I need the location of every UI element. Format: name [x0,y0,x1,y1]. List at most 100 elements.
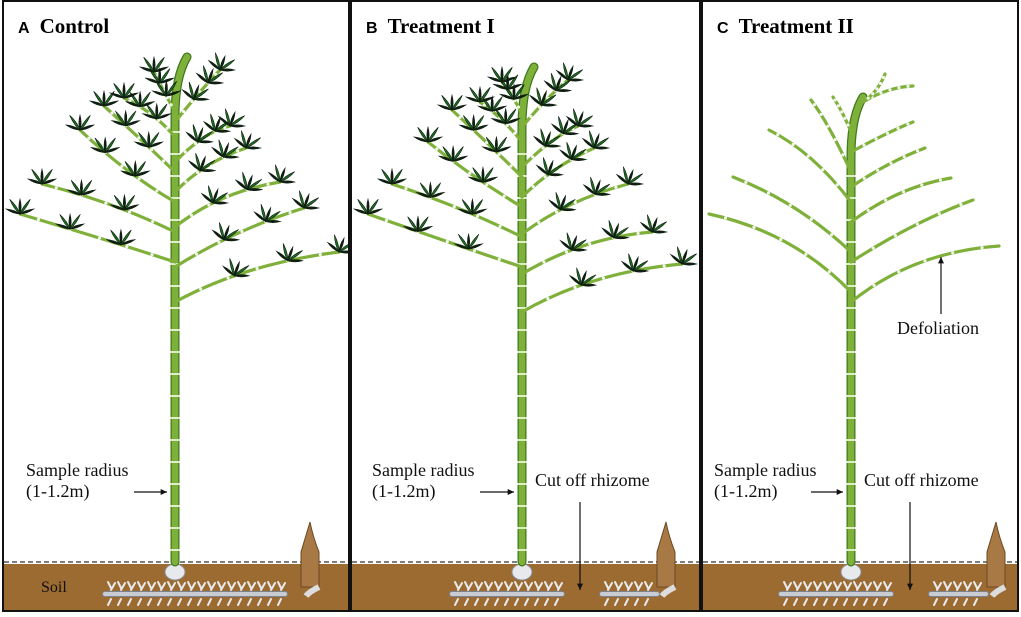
bamboo-leaf [219,59,235,71]
bamboo-leaf [124,120,141,127]
branch-node [980,246,984,250]
rhizome-root [454,581,463,606]
branch-node [826,124,830,128]
bamboo-leaf [245,146,263,150]
bamboo-leaf [246,188,264,192]
leaf-cluster [133,130,164,148]
bamboo-leaf [590,176,596,196]
leaf-cluster [26,167,58,185]
bamboo-leaf [628,253,634,273]
bamboo-leaf [110,120,127,127]
leaf-cluster [376,167,408,185]
bamboo-leaf [260,203,266,223]
bamboo-leaf [416,215,420,233]
bamboo-leaf [26,178,43,185]
leaf-cluster [559,141,588,161]
bamboo-leaf [59,214,71,230]
branch-node [537,105,542,109]
bamboo-leaf [428,181,432,199]
bamboo-leaf [54,223,71,230]
branch-node [497,257,501,261]
bamboo-leaf [79,124,96,131]
bamboo-leaf [568,274,582,286]
branch-node [951,251,955,255]
bamboo-leaf [282,243,289,262]
rhizome-root [127,581,136,606]
bamboo-leaf [133,159,137,178]
branch-node [435,147,439,151]
branch-node [240,229,244,234]
bamboo-leaf [338,244,348,253]
branch [173,250,341,304]
bamboo-leaf [429,191,446,198]
bamboo-leaf [491,105,508,112]
branch-node [554,210,559,214]
leaf-cluster [110,109,141,127]
bamboo-leaf [495,146,512,153]
bamboo-leaf [225,108,231,128]
bamboo-leaf [199,159,216,172]
rhizome-root [823,581,832,606]
rhizome-root [534,581,543,606]
bamboo-leaf [219,222,225,241]
branch-node [875,87,879,91]
bamboo-leaf [457,208,474,215]
branch [809,98,853,174]
bamboo-leaf [681,248,688,265]
leaf-cluster [108,81,140,99]
branch-node [888,88,892,92]
defoliation-label: Defoliation [897,318,979,338]
bamboo-leaf [192,88,209,100]
leaf-cluster [181,81,210,101]
bamboo-leaf [559,208,577,212]
branch [831,95,853,134]
bamboo-leaf [535,164,549,176]
bamboo-leaf [275,250,289,262]
bamboo-leaf [4,208,21,215]
branch-node [214,72,218,77]
bamboo-leaf [541,89,547,106]
bamboo-leaf [482,176,499,183]
branch-node [866,208,870,212]
bamboo-leaf [426,125,430,143]
bamboo-leaf [542,157,549,176]
branch-node [584,150,588,154]
bamboo-shoot [986,521,1006,588]
branch-node [531,184,535,189]
bamboo-leaf [199,155,206,172]
bamboo-illustration [352,62,699,610]
bamboo-leaf [234,179,248,191]
branch-node [937,212,941,216]
leaf-cluster [533,128,562,148]
rhizome-root [187,581,196,606]
bamboo-leaf [651,216,658,233]
rhizome-root [624,581,633,606]
leaf-cluster [402,215,434,233]
bamboo-leaf [567,78,585,82]
bamboo-leaf [155,102,159,120]
branch-node [509,164,513,168]
branch-node [915,222,919,226]
rhizome-root [514,581,523,606]
bamboo-leaf [558,116,564,135]
leaf-cluster [467,166,499,184]
bamboo-leaf [381,169,393,185]
branch-node [906,122,910,126]
bamboo-leaf [299,190,305,210]
bamboo-leaf [122,81,126,99]
sample-radius-label: Sample radius (1-1.2m) [372,460,475,501]
bamboo-leaf [222,155,240,159]
bamboo-leaf [218,139,224,159]
bamboo-leaf [620,260,634,272]
bamboo-leaf [134,170,151,177]
bamboo-leaf [138,90,142,108]
branch-node [833,138,837,142]
branch-node [916,149,920,153]
bamboo-leaf [559,199,576,211]
bamboo-leaf [120,239,137,246]
branch-node [902,155,906,159]
branch-node [804,252,808,256]
sample-radius-arrow-head [160,489,167,495]
